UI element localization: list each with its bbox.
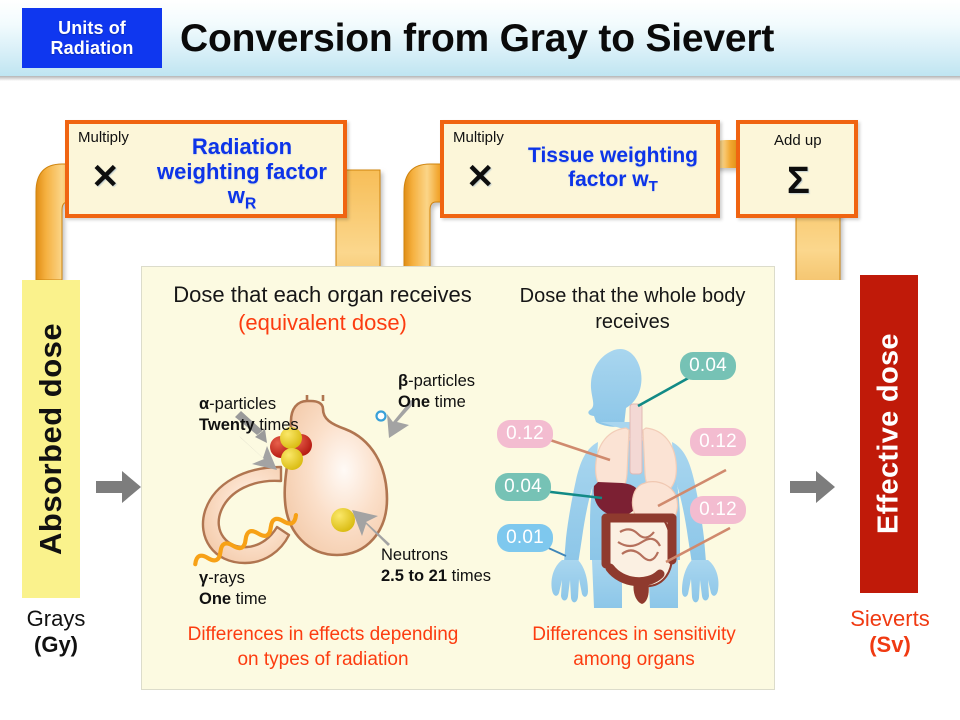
annotation-neutrons: Neutrons 2.5 to 21 times	[381, 545, 491, 588]
annotation-neutrons-particle: Neutrons	[381, 546, 448, 564]
panel-left-heading-sub: (equivalent dose)	[238, 310, 407, 336]
human-body-illustration	[533, 348, 731, 608]
neutron-pointer-arrow	[352, 510, 390, 546]
annotation-gamma: γ-rays One time	[199, 568, 267, 611]
panel-left-caption-line-1: Differences in effects depending	[187, 624, 459, 645]
effective-dose-unit: Sieverts (Sv)	[842, 606, 938, 657]
organ-weight-esophagus: 0.04	[680, 352, 736, 380]
panel-left-heading-main: Dose that each organ receives	[173, 282, 472, 307]
organ-weight-lungs: 0.12	[497, 420, 553, 448]
annotation-beta: β-particles One time	[398, 371, 475, 414]
sigma-icon: Σ	[787, 160, 810, 202]
beta-pointer-arrow	[387, 400, 415, 438]
effective-dose-bar: Effective dose	[860, 275, 918, 593]
operation-title: Radiation weighting factor wR	[139, 134, 345, 213]
organ-weight-colon: 0.12	[690, 496, 746, 524]
badge-line-2: Radiation	[50, 38, 134, 58]
organ-weight-value: 0.12	[699, 431, 737, 452]
operation-title-line-3: w	[227, 183, 245, 209]
annotation-gamma-factor-suffix: time	[231, 590, 267, 609]
organ-weight-value: 0.04	[504, 476, 542, 497]
gray-arrow-right	[790, 471, 835, 503]
panel-right-caption-line-1: Differences in sensitivity	[532, 624, 736, 645]
gray-arrow-left	[96, 471, 141, 503]
organ-weight-value: 0.12	[699, 499, 737, 520]
annotation-alpha-factor-suffix: times	[254, 416, 299, 435]
page-title: Conversion from Gray to Sievert	[180, 17, 775, 60]
grays-name: Grays	[26, 606, 86, 631]
organ-weight-value: 0.01	[506, 527, 544, 548]
annotation-beta-factor-suffix: time	[430, 393, 466, 412]
annotation-neutrons-factor-suffix: times	[447, 567, 492, 586]
annotation-beta-particle: β	[398, 372, 409, 390]
annotation-beta-suffix: -particles	[408, 372, 476, 390]
panel-right-heading-line-2: receives	[595, 311, 670, 333]
operation-title-sub-2: T	[648, 177, 658, 195]
operation-box-tissue-weighting: Multiply ✕ Tissue weighting factor wT	[440, 120, 720, 218]
organ-weight-skin: 0.01	[497, 524, 553, 552]
operation-caption: Multiply	[78, 129, 129, 146]
organ-weight-value: 0.04	[689, 355, 727, 376]
units-of-radiation-badge: Units of Radiation	[22, 8, 162, 68]
organ-weight-value: 0.12	[506, 423, 544, 444]
annotation-gamma-factor: One	[199, 590, 232, 609]
panel-left-heading: Dose that each organ receives (equivalen…	[150, 281, 495, 337]
alpha-pointer-arrow	[239, 436, 277, 470]
annotation-beta-factor: One	[398, 393, 431, 412]
sieverts-name: Sieverts	[850, 606, 930, 631]
operation-title-sub-3: R	[244, 195, 257, 213]
header-shadow	[0, 76, 960, 81]
absorbed-dose-bar: Absorbed dose	[22, 280, 80, 598]
absorbed-dose-label: Absorbed dose	[33, 322, 68, 556]
grays-symbol: (Gy)	[34, 631, 78, 657]
annotation-gamma-particle: γ	[199, 569, 209, 587]
panel-left-caption: Differences in effects depending on type…	[148, 623, 498, 672]
absorbed-dose-unit: Grays (Gy)	[10, 606, 102, 657]
operation-title: Tissue weighting factor wT	[508, 144, 718, 196]
sieverts-symbol: (Sv)	[869, 631, 911, 657]
organ-weight-stomach: 0.12	[690, 428, 746, 456]
badge-line-1: Units of	[58, 17, 126, 38]
effective-dose-label: Effective dose	[872, 333, 905, 535]
panel-right-caption: Differences in sensitivity among organs	[498, 623, 770, 672]
operation-box-add-up: Add up Σ	[736, 120, 858, 218]
panel-right-caption-line-2: among organs	[573, 648, 695, 670]
multiply-icon: ✕	[91, 158, 120, 196]
annotation-alpha-factor: Twenty	[199, 416, 255, 435]
annotation-gamma-suffix: -rays	[208, 569, 245, 587]
operation-title-line-2: factor w	[568, 167, 649, 191]
annotation-neutrons-factor: 2.5 to 21	[381, 567, 448, 586]
operation-caption: Add up	[774, 132, 822, 149]
panel-left-caption-line-2: on types of radiation	[237, 648, 409, 670]
operation-title-line-2: weighting factor	[157, 158, 327, 184]
annotation-alpha-suffix: -particles	[209, 395, 277, 413]
operation-caption: Multiply	[453, 129, 504, 146]
panel-right-heading: Dose that the whole body receives	[495, 283, 770, 335]
annotation-alpha: α-particles Twenty times	[199, 394, 299, 437]
operation-title-line-1: Tissue weighting	[528, 144, 698, 167]
multiply-icon: ✕	[466, 158, 495, 196]
annotation-alpha-particle: α	[199, 395, 210, 413]
organ-weight-liver: 0.04	[495, 473, 551, 501]
operation-title-line-1: Radiation	[191, 134, 293, 159]
panel-right-heading-line-1: Dose that the whole body	[519, 285, 746, 307]
operation-box-radiation-weighting: Multiply ✕ Radiation weighting factor wR	[65, 120, 347, 218]
